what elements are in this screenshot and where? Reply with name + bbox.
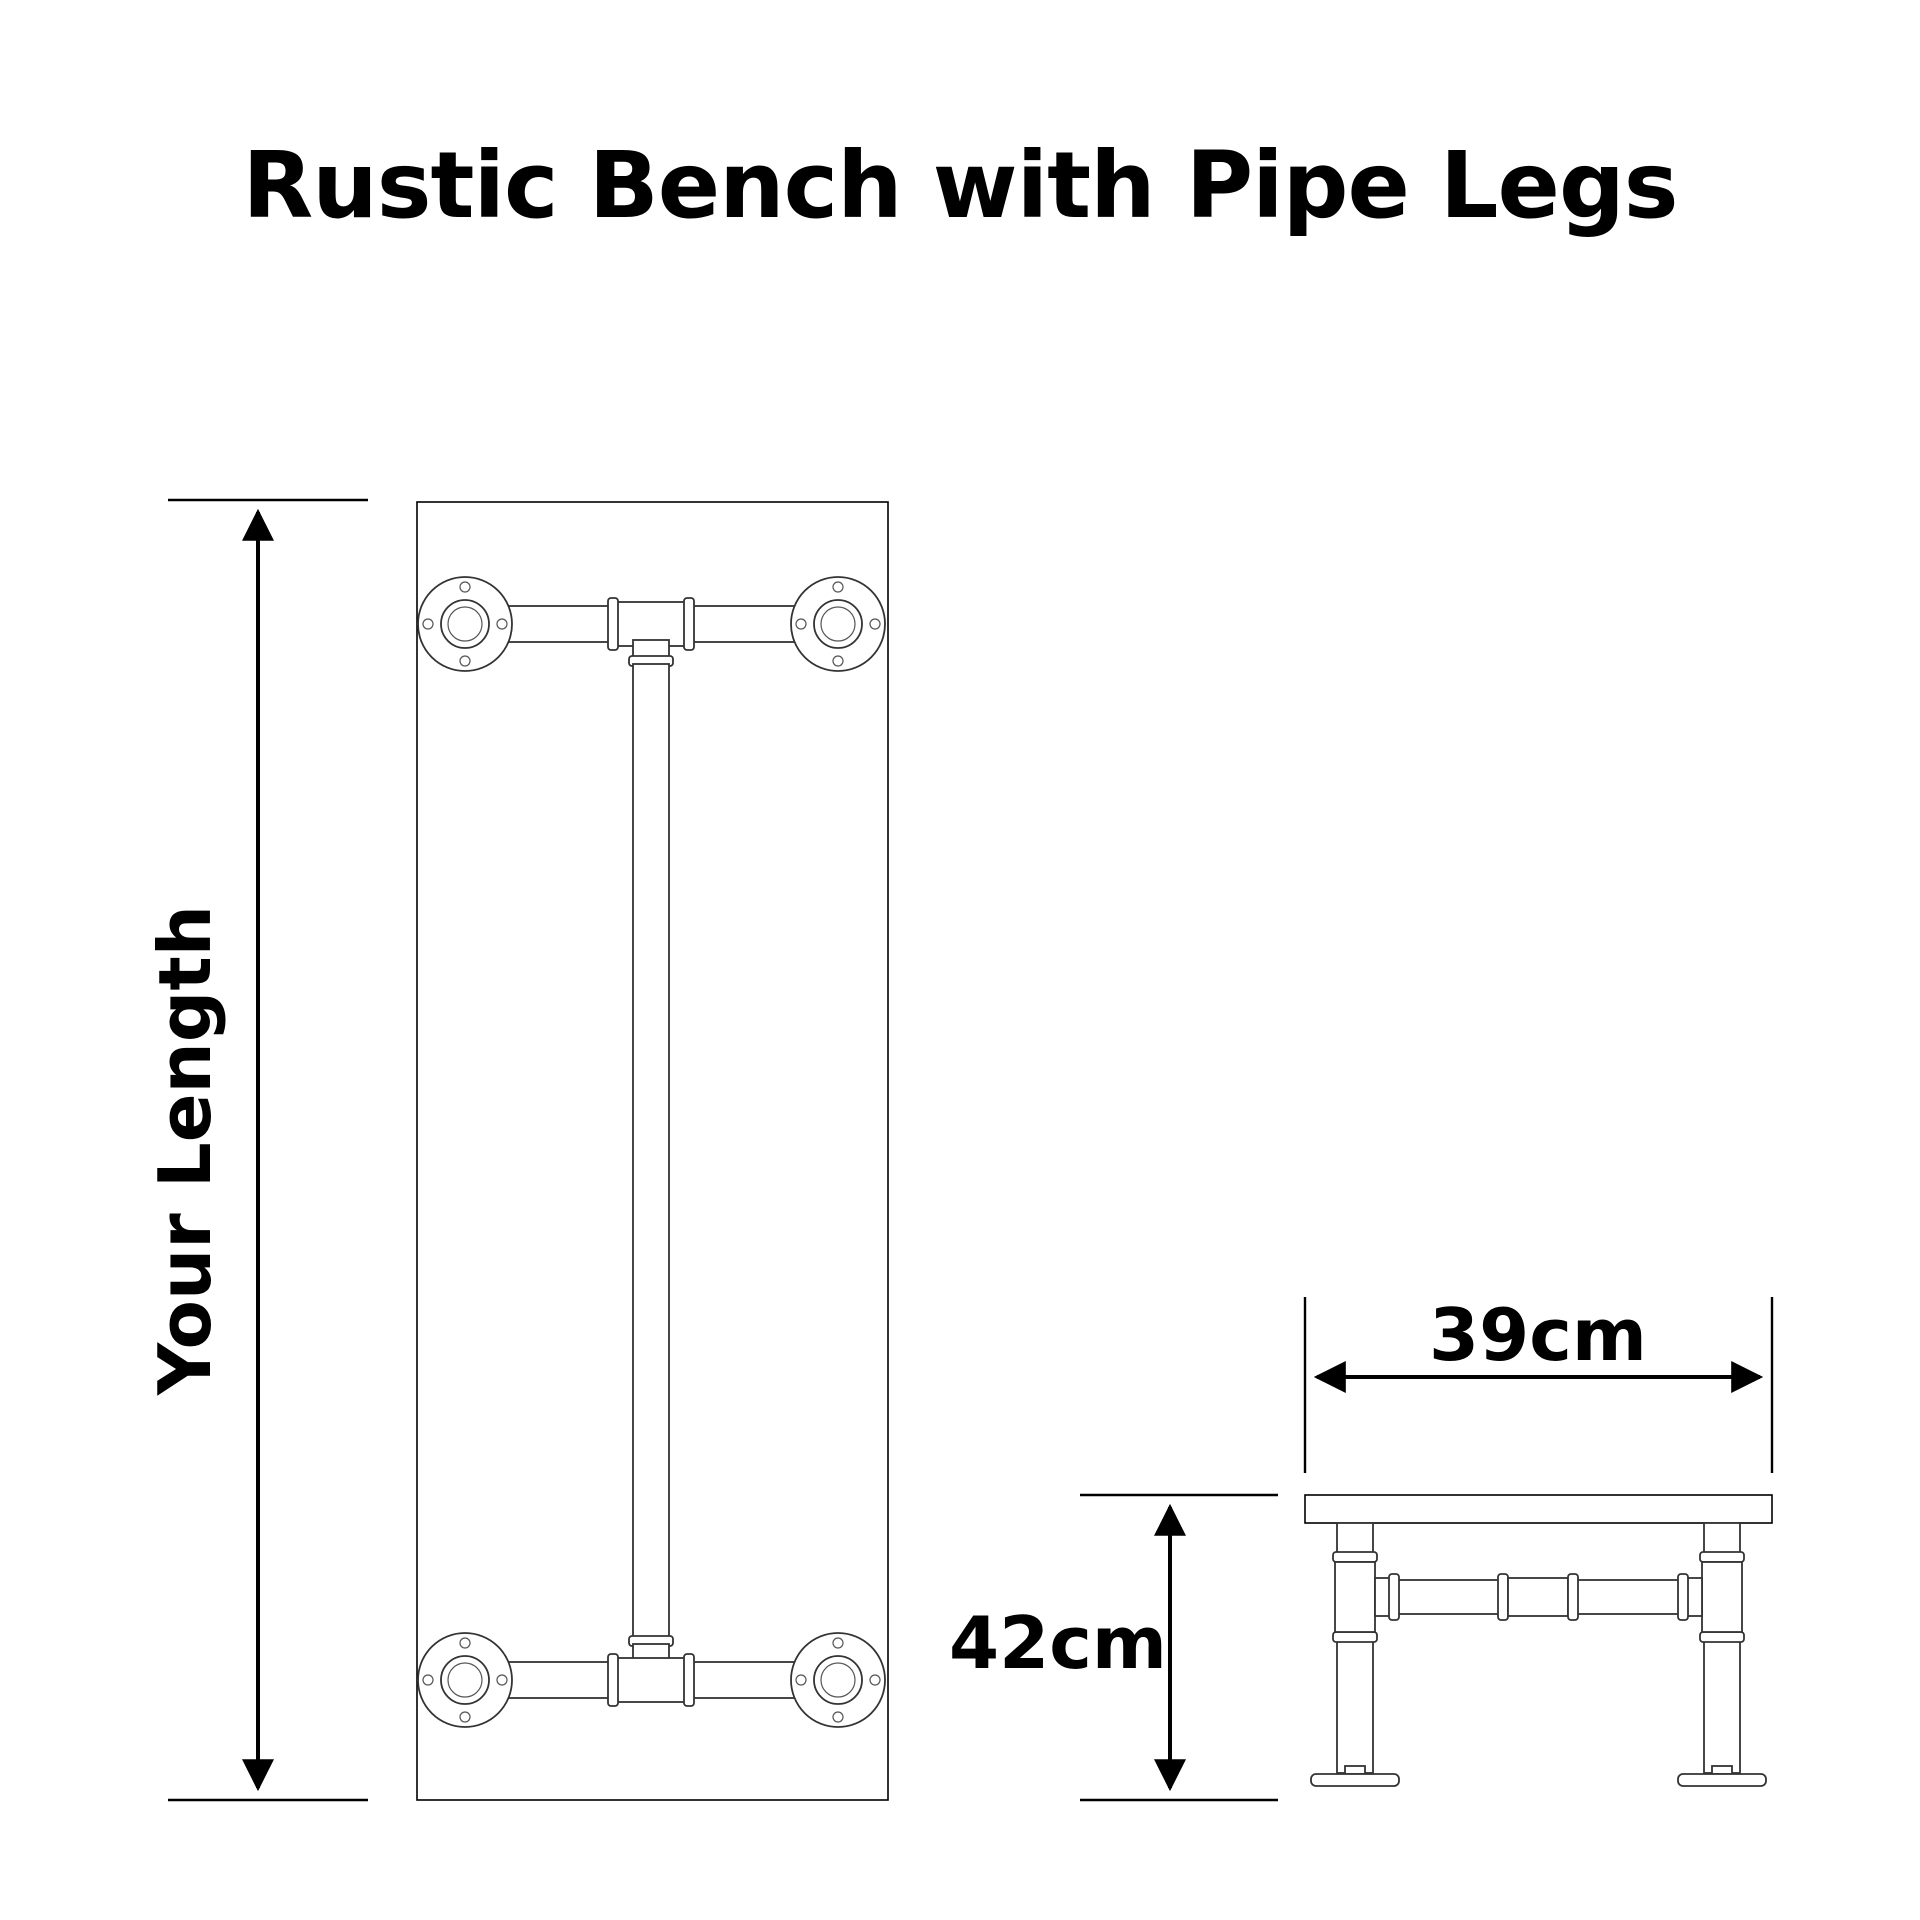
floor-flange: [1310, 1773, 1400, 1787]
floor-flange: [790, 1632, 886, 1728]
floor-flange: [790, 576, 886, 672]
length-dimension: Your Length: [143, 498, 368, 1802]
floor-flange: [1677, 1773, 1767, 1787]
width-label: 39cm: [1429, 1293, 1647, 1377]
stretcher-pipe: [1374, 1573, 1703, 1621]
bottom-frame-assembly: [417, 1632, 886, 1728]
floor-flange: [417, 1632, 513, 1728]
tee-fitting: [609, 1657, 693, 1703]
height-label: 42cm: [949, 1601, 1167, 1685]
floor-flange: [417, 576, 513, 672]
bench-leg: [1310, 1522, 1400, 1787]
tee-fitting: [609, 601, 693, 647]
coupling: [1507, 1577, 1569, 1617]
tee-fitting: [1334, 1561, 1376, 1633]
length-label: Your Length: [143, 905, 227, 1396]
height-dimension: 42cm: [949, 1493, 1278, 1802]
bench-side-view: [1304, 1494, 1773, 1787]
page-title: Rustic Bench with Pipe Legs: [242, 132, 1678, 239]
bench-leg: [1677, 1522, 1767, 1787]
bench-top-view: [416, 501, 889, 1801]
center-long-pipe: [632, 663, 670, 1641]
bench-seat-board: [1304, 1494, 1773, 1524]
tee-fitting: [1701, 1561, 1743, 1633]
bench-top-outline: [416, 501, 889, 1801]
top-frame-assembly: [417, 576, 886, 672]
width-dimension: 39cm: [1303, 1293, 1774, 1473]
